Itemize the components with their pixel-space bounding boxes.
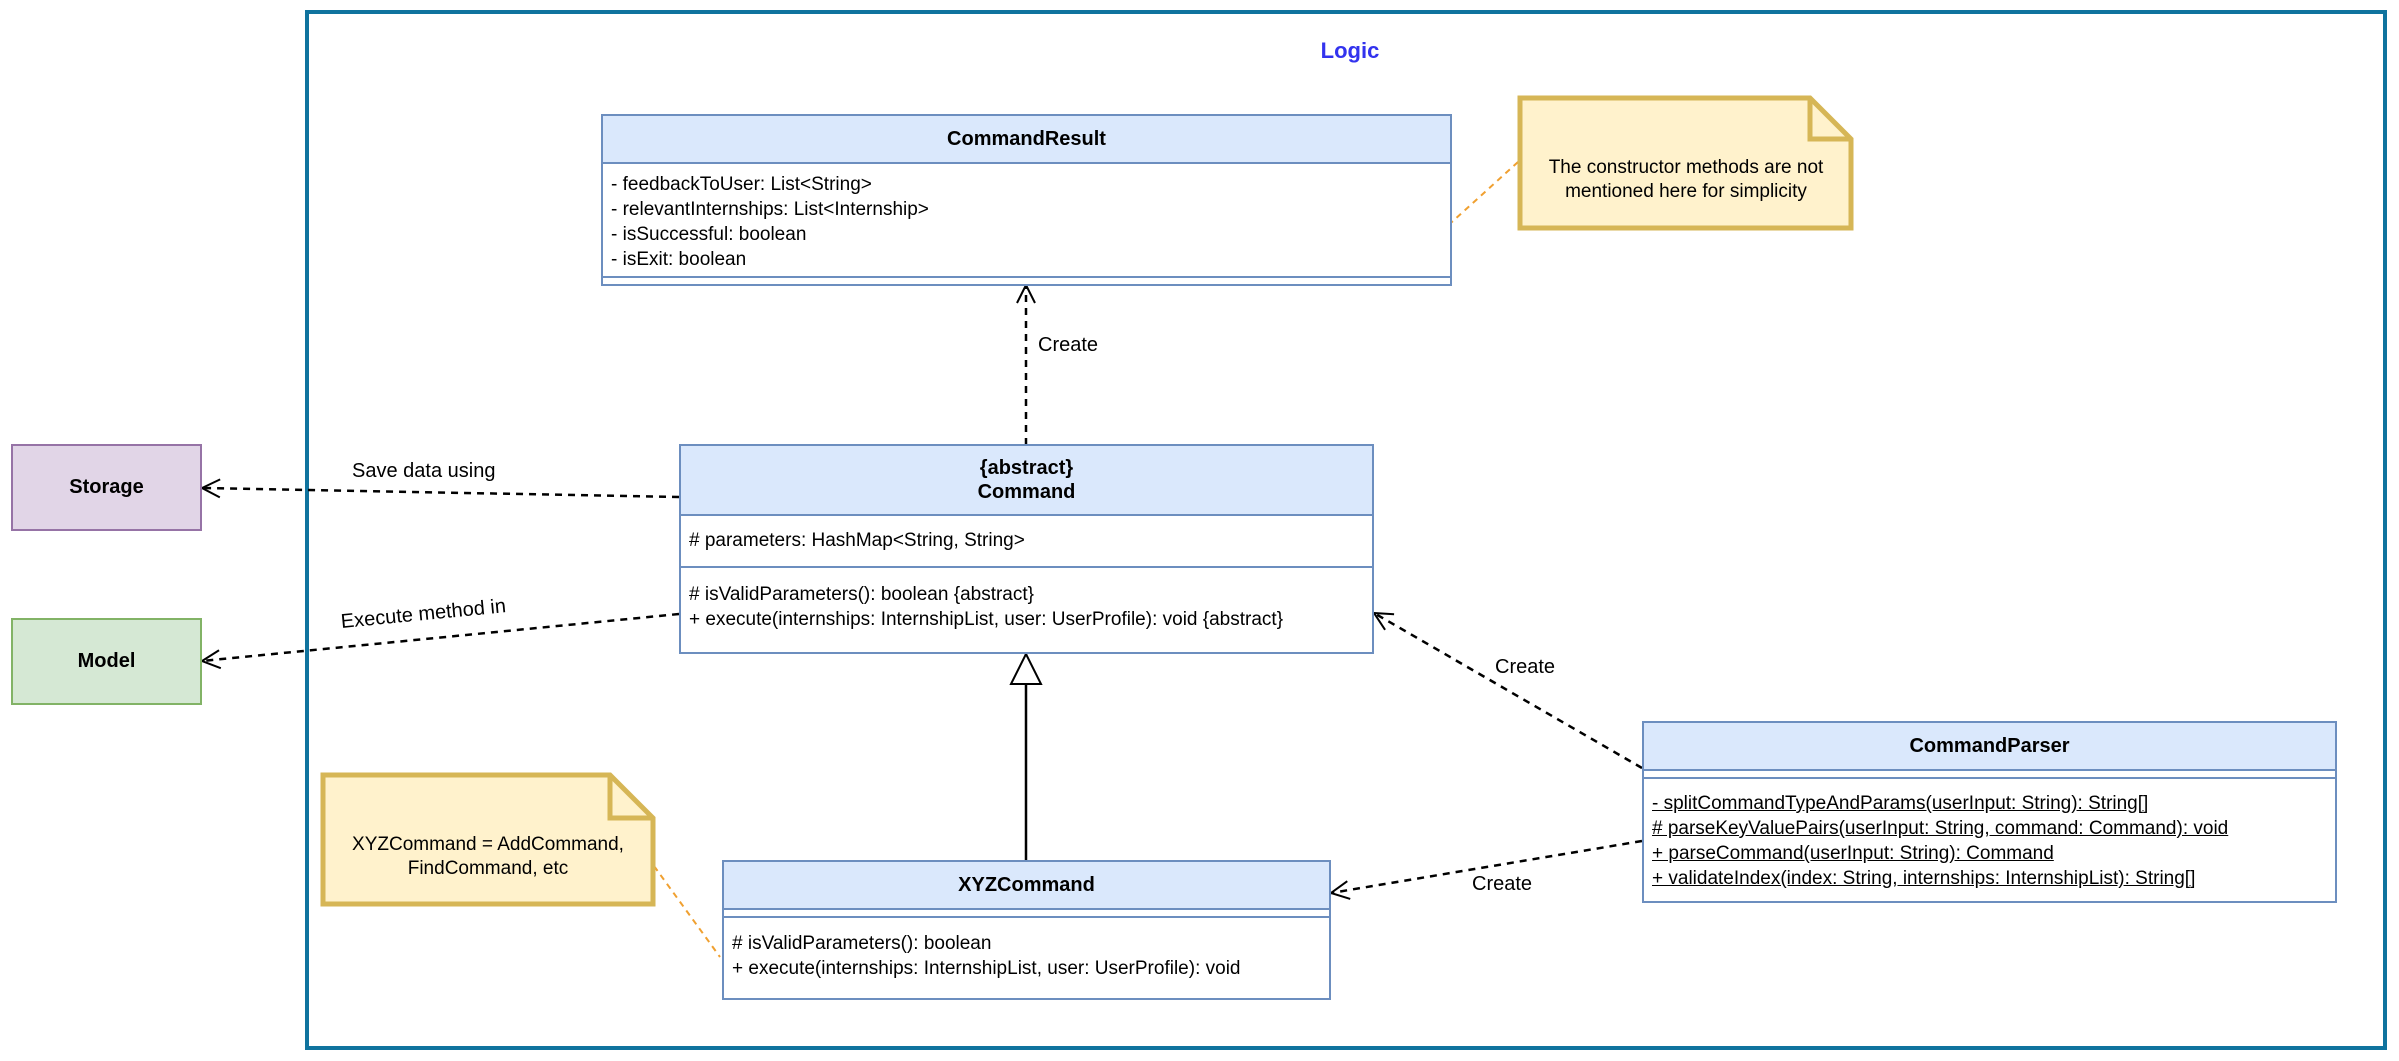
attribute: - relevantInternships: List<Internship> — [611, 199, 929, 220]
create-xyz-arrow — [1331, 839, 1643, 893]
command-parser-methods: - splitCommandTypeAndParams(userInput: S… — [1644, 779, 2335, 901]
attribute: - feedbackToUser: List<String> — [611, 174, 872, 195]
command-parser-attributes — [1644, 771, 2335, 779]
attribute: - isExit: boolean — [611, 249, 747, 270]
method: + execute(internships: InternshipList, u… — [689, 609, 1284, 630]
method: - splitCommandTypeAndParams(userInput: S… — [1652, 793, 2149, 814]
command-name: Command — [977, 481, 1076, 503]
method: # parseKeyValuePairs(userInput: String, … — [1652, 818, 2229, 839]
command-attributes: # parameters: HashMap<String, String> — [681, 516, 1372, 568]
create-command-label: Create — [1495, 656, 1556, 678]
xyz-note-fold — [607, 775, 653, 821]
method: # isValidParameters(): boolean {abstract… — [689, 584, 1034, 605]
xyz-command-attributes — [724, 910, 1329, 918]
command-stereotype: {abstract} — [979, 457, 1074, 479]
xyz-note-shape — [320, 772, 656, 907]
method: + parseCommand(userInput: String): Comma… — [1652, 843, 2054, 864]
command-result-methods — [603, 278, 1450, 284]
method: + validateIndex(index: String, internshi… — [1652, 868, 2196, 889]
execute-method-arrow — [202, 612, 680, 661]
command-parser-class: CommandParser - splitCommandTypeAndParam… — [1642, 721, 2337, 903]
package-title: Logic — [1320, 38, 1380, 63]
constructor-note-fold — [1807, 98, 1851, 142]
attribute: - isSuccessful: boolean — [611, 224, 807, 245]
command-result-attributes: - feedbackToUser: List<String> - relevan… — [603, 164, 1450, 278]
xyz-note-link — [653, 865, 721, 958]
xyz-command-class: XYZCommand # isValidParameters(): boolea… — [722, 860, 1331, 1000]
method: # isValidParameters(): boolean — [732, 933, 992, 954]
xyz-command-methods: # isValidParameters(): boolean + execute… — [724, 918, 1329, 998]
command-result-class: CommandResult - feedbackToUser: List<Str… — [601, 114, 1452, 286]
xyz-command-name: XYZCommand — [724, 862, 1329, 910]
storage-component: Storage — [11, 444, 202, 531]
save-data-label: Save data using — [352, 460, 496, 482]
create-result-label: Create — [1038, 334, 1099, 356]
command-header: {abstract} Command — [681, 446, 1372, 516]
model-component: Model — [11, 618, 202, 705]
xyz-command-note: XYZCommand = AddCommand, FindCommand, et… — [352, 834, 624, 879]
method: + execute(internships: InternshipList, u… — [732, 958, 1241, 979]
create-command-arrow — [1374, 613, 1643, 770]
command-result-name: CommandResult — [603, 116, 1450, 164]
command-methods: # isValidParameters(): boolean {abstract… — [681, 568, 1372, 652]
save-data-arrow — [202, 488, 680, 499]
logic-package-frame — [305, 10, 2387, 1050]
attribute: # parameters: HashMap<String, String> — [689, 530, 1025, 551]
constructor-note: The constructor methods are not mentione… — [1548, 157, 1824, 202]
command-parser-name: CommandParser — [1644, 723, 2335, 771]
constructor-note-shape — [1517, 95, 1854, 231]
command-class: {abstract} Command # parameters: HashMap… — [679, 444, 1374, 654]
create-xyz-label: Create — [1472, 873, 1533, 895]
